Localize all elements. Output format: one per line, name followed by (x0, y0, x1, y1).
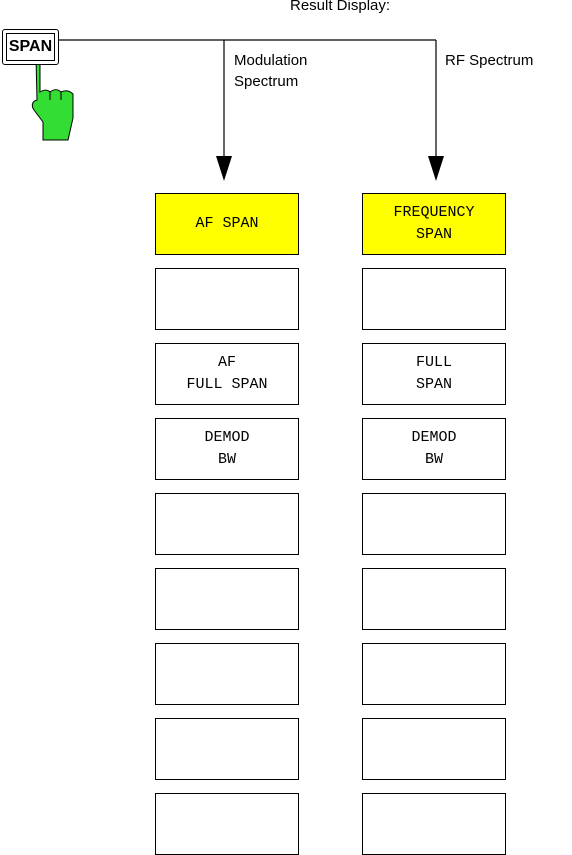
softkey-modulation-9[interactable] (155, 793, 299, 855)
softkey-label: AF SPAN (195, 215, 259, 232)
arrow-rf (428, 156, 444, 181)
span-hardkey-label: SPAN (6, 33, 55, 61)
softkey-rf-1[interactable]: FREQUENCY SPAN (362, 193, 506, 255)
softkey-modulation-7[interactable] (155, 643, 299, 705)
branch-label-modulation-line2: Spectrum (234, 73, 299, 90)
softkey-label: FULL (415, 354, 452, 371)
branch-label-modulation-line1: Modulation (234, 52, 308, 69)
softkey-rf-5[interactable] (362, 493, 506, 555)
softkey-modulation-3[interactable]: AF FULL SPAN (155, 343, 299, 405)
branch-label-rf-spectrum: RF Spectrum (445, 52, 534, 69)
softkey-label: SPAN (415, 376, 452, 393)
span-hardkey[interactable]: SPAN (2, 29, 59, 65)
result-display-heading: Result Display: (290, 0, 391, 14)
softkey-label: DEMOD (204, 429, 250, 446)
softkey-rf-3[interactable]: FULL SPAN (362, 343, 506, 405)
softkey-label: BW (217, 451, 236, 468)
softkey-label: FULL SPAN (186, 376, 268, 393)
softkey-label: AF (217, 354, 236, 371)
softkey-modulation-5[interactable] (155, 493, 299, 555)
pointing-hand-icon (31, 53, 74, 141)
softkey-label: DEMOD (411, 429, 457, 446)
softkey-label: BW (424, 451, 443, 468)
softkey-label: FREQUENCY (393, 204, 475, 221)
softkey-modulation-4[interactable]: DEMOD BW (155, 418, 299, 480)
softkey-label: SPAN (415, 226, 452, 243)
softkey-modulation-2[interactable] (155, 268, 299, 330)
softkey-rf-2[interactable] (362, 268, 506, 330)
softkey-rf-8[interactable] (362, 718, 506, 780)
softkey-modulation-6[interactable] (155, 568, 299, 630)
softkey-modulation-8[interactable] (155, 718, 299, 780)
softkey-rf-9[interactable] (362, 793, 506, 855)
softkey-rf-6[interactable] (362, 568, 506, 630)
softkey-rf-7[interactable] (362, 643, 506, 705)
softkey-modulation-1[interactable]: AF SPAN (155, 193, 299, 255)
arrow-modulation (216, 156, 232, 181)
softkey-rf-4[interactable]: DEMOD BW (362, 418, 506, 480)
